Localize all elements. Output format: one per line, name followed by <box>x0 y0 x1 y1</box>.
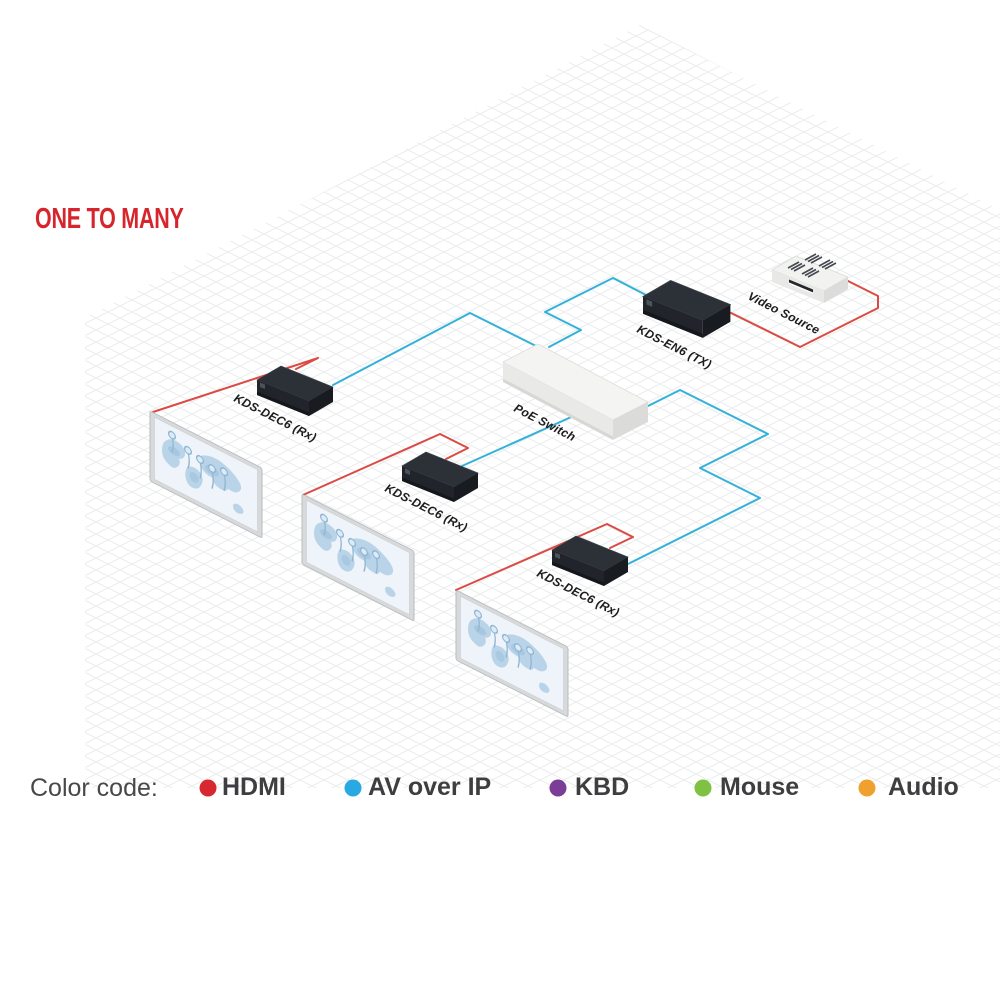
device-video-source <box>771 253 849 303</box>
legend-label-mouse: Mouse <box>720 773 800 801</box>
hdmi-cable-decoder2-to-display2 <box>302 433 469 496</box>
legend-dot-kbd <box>549 779 567 797</box>
isometric-grid-background <box>85 25 1000 788</box>
page-title: ONE TO MANY <box>35 203 184 235</box>
avip-cable-encoder-to-switch <box>544 277 647 348</box>
hdmi-cable-decoder3-to-display3 <box>455 523 634 591</box>
legend-dot-mouse <box>694 779 712 797</box>
device-poe-switch <box>502 343 649 440</box>
hdmi-cable-source-to-encoder <box>730 271 879 348</box>
legend-dot-audio <box>858 779 876 797</box>
legend-label-kbd: KBD <box>575 773 630 801</box>
avip-cable-switch-to-decoder1 <box>332 312 557 386</box>
avip-cable-switch-to-decoder3 <box>627 389 769 565</box>
legend-label-av-over-ip: AV over IP <box>368 773 492 801</box>
legend-label-hdmi: HDMI <box>222 773 286 801</box>
legend-dot-av-over-ip <box>344 779 362 797</box>
legend-label-audio: Audio <box>888 773 959 801</box>
legend-dot-hdmi <box>199 779 217 797</box>
legend-title: Color code: <box>30 774 158 802</box>
hdmi-cable-decoder1-to-display1 <box>152 357 319 413</box>
